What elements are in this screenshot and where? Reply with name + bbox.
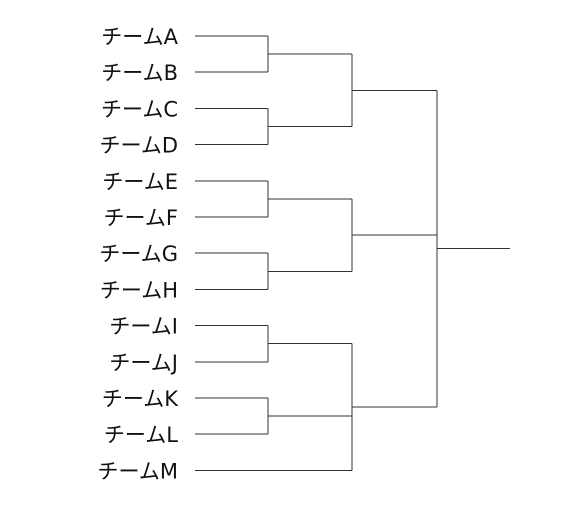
bracket-lines [195,35,510,471]
team-label: チームF [104,206,178,230]
team-label: チームM [98,459,179,483]
team-labels: チームA チームB チームC チームD チームE チームF チームG チームH チームI チームJ… [98,25,180,483]
team-label: チームK [102,387,179,411]
team-label: チームE [102,170,178,194]
team-label: チームL [104,423,178,447]
team-label: チームB [101,61,178,85]
team-label: チームH [100,278,178,302]
team-label: チームJ [109,351,178,375]
team-label: チームG [99,242,178,266]
team-label: チームI [109,315,178,339]
team-label: チームA [101,25,178,49]
team-label: チームC [101,97,178,121]
team-label: チームD [99,134,178,158]
